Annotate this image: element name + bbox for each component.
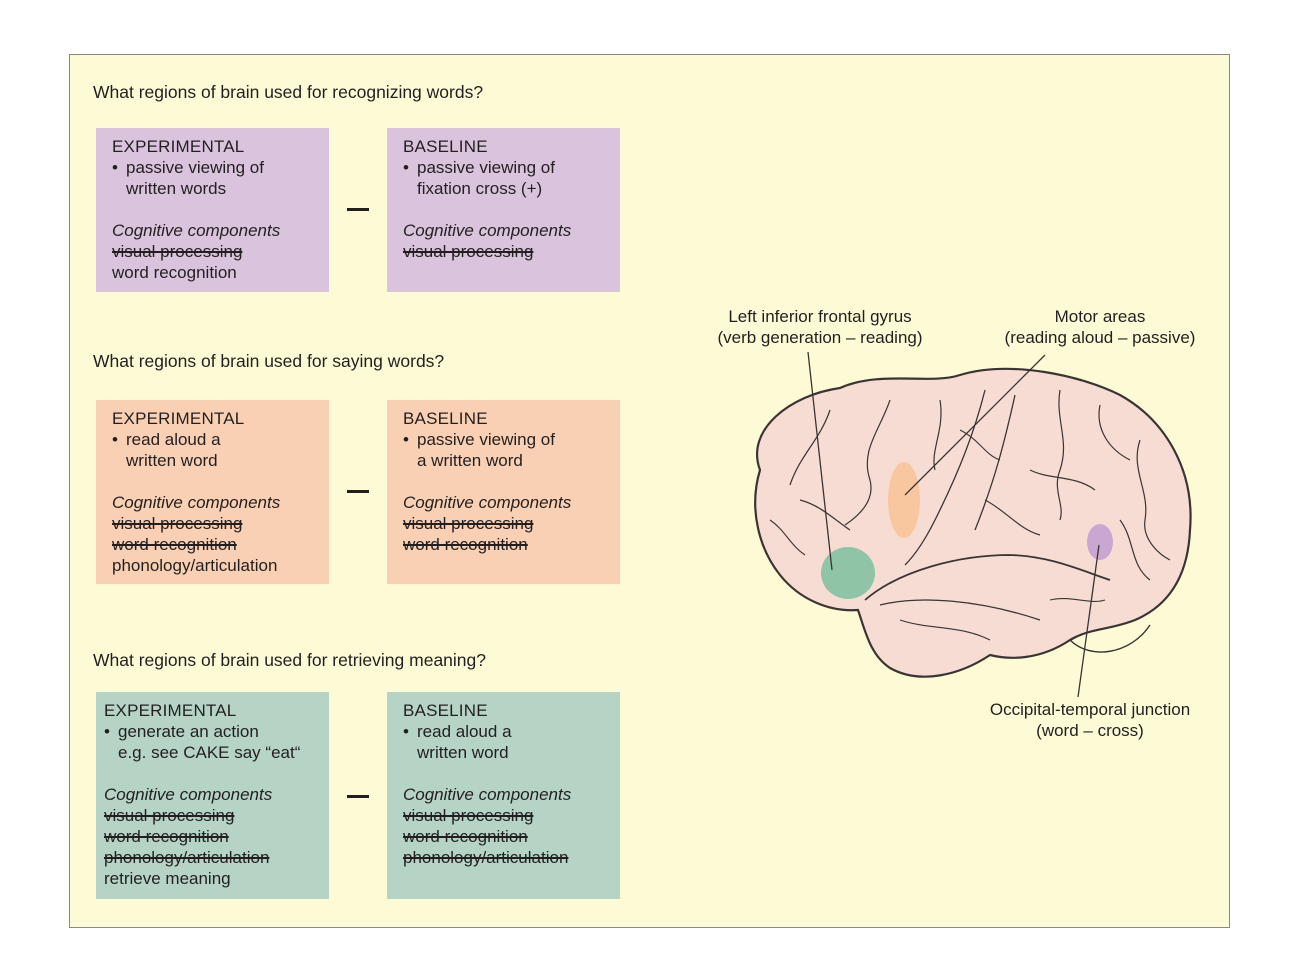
struck-component: visual processing [112,514,243,533]
struck-component: word recognition [403,827,528,846]
active-component: phonology/articulation [112,556,278,575]
task-line: read aloud a [126,430,221,449]
label-line: Motor areas [1054,307,1146,326]
struck-component: visual processing [104,806,235,825]
question-recognizing-words: What regions of brain used for recognizi… [93,82,484,102]
task-line: fixation cross (+) [417,179,543,198]
question-retrieving-meaning: What regions of brain used for retrievin… [93,650,486,670]
minus-sign [347,795,369,798]
struck-component: phonology/articulation [403,848,569,867]
task-line: e.g. see CAKE say “eat“ [118,743,301,762]
label-line: (reading aloud – passive) [1004,328,1196,347]
label-line: (word – cross) [1036,721,1144,740]
task-line: a written word [417,451,523,470]
struck-component: word recognition [104,827,229,846]
baseline-heading: BASELINE [403,137,488,156]
components-heading: Cognitive components [403,221,572,240]
baseline-heading: BASELINE [403,701,488,720]
question-saying-words: What regions of brain used for saying wo… [93,351,445,371]
struck-component: word recognition [403,535,528,554]
task-line: written word [126,451,218,470]
components-heading: Cognitive components [403,785,572,804]
struck-component: visual processing [112,242,243,261]
struck-component: phonology/articulation [104,848,270,867]
struck-component: visual processing [403,806,534,825]
minus-sign [347,490,369,493]
task-line: written words [126,179,227,198]
experimental-heading: EXPERIMENTAL [112,409,245,428]
components-heading: Cognitive components [112,221,281,240]
frontal-leader-line [807,351,833,571]
task-line: written word [417,743,509,762]
struck-component: visual processing [403,514,534,533]
struck-component: visual processing [403,242,534,261]
label-line: Occipital-temporal junction [989,700,1191,719]
experimental-heading: EXPERIMENTAL [104,701,237,720]
task-line: read aloud a [417,722,512,741]
experimental-heading: EXPERIMENTAL [112,137,245,156]
label-line: Left inferior frontal gyrus [728,307,912,326]
task-line: passive viewing of [417,158,555,177]
task-line: passive viewing of [126,158,264,177]
label-line: (verb generation – reading) [717,328,923,347]
occipital-region-marker [1087,524,1113,560]
occipital-temporal-label: Occipital-temporal junction (word – cros… [965,699,1215,741]
frontal-region-marker [821,547,875,599]
motor-areas-label: Motor areas (reading aloud – passive) [988,306,1212,348]
baseline-heading: BASELINE [403,409,488,428]
task-line: generate an action [118,722,259,741]
active-component: retrieve meaning [104,869,231,888]
struck-component: word recognition [112,535,237,554]
active-component: word recognition [112,263,237,282]
motor-leader-line [904,354,1046,496]
occipital-leader-line [1077,544,1100,698]
components-heading: Cognitive components [112,493,281,512]
brain-outline [754,367,1192,678]
frontal-gyrus-label: Left inferior frontal gyrus (verb genera… [700,306,940,348]
task-line: passive viewing of [417,430,555,449]
motor-region-marker [888,462,920,538]
components-heading: Cognitive components [403,493,572,512]
components-heading: Cognitive components [104,785,273,804]
minus-sign [347,208,369,211]
